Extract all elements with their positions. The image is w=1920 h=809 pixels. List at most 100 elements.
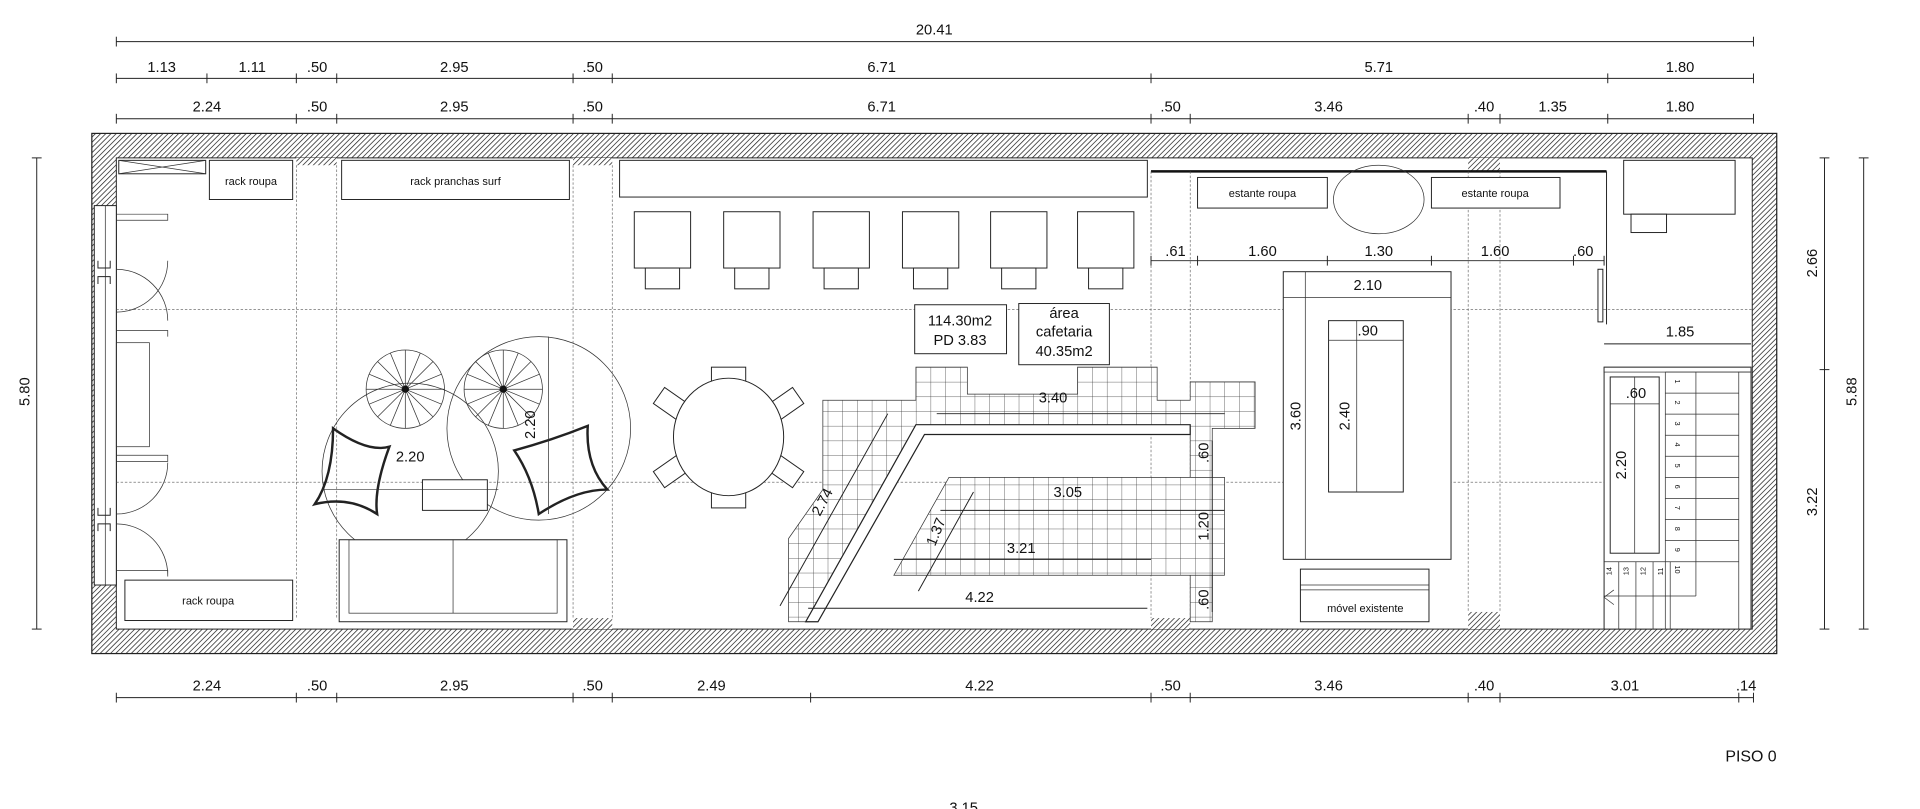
cafe-chair bbox=[1077, 211, 1135, 290]
ramp-v2-dim: 1.20 bbox=[1197, 512, 1213, 541]
dimension-label: 1.35 bbox=[1538, 99, 1567, 115]
dimension-label: 3.46 bbox=[1314, 678, 1343, 694]
dimension-label: 6.71 bbox=[867, 99, 896, 115]
area-total: 114.30m2 bbox=[928, 314, 992, 330]
shelf-dimension-label: 1.30 bbox=[1364, 244, 1393, 260]
cafe-chair bbox=[723, 211, 781, 290]
ramp-v3-dim: .60 bbox=[1197, 590, 1213, 610]
dimension-label: .50 bbox=[307, 60, 327, 76]
rack-pranchas-surf: rack pranchas surf bbox=[341, 159, 570, 200]
dimension-label: .50 bbox=[307, 678, 327, 694]
sofa bbox=[338, 539, 568, 623]
umbrella-1 bbox=[365, 349, 445, 429]
umbrella-2 bbox=[463, 349, 543, 429]
table-width-dim: .90 bbox=[1358, 323, 1378, 339]
x-box bbox=[118, 159, 207, 175]
dimension-label: 3.46 bbox=[1314, 99, 1343, 115]
cafe-chair bbox=[990, 211, 1048, 290]
dimension-label: .40 bbox=[1474, 678, 1494, 694]
rack-pranchas-label: rack pranchas surf bbox=[410, 176, 501, 188]
rack-roupa-top-label: rack roupa bbox=[225, 176, 278, 188]
total-width-dim: 20.41 bbox=[916, 22, 953, 38]
cafe-area: 40.35m2 bbox=[1035, 344, 1092, 360]
lounge-height-dim: 2.20 bbox=[523, 410, 539, 439]
estante-2-label: estante roupa bbox=[1461, 188, 1529, 200]
stair-step-number: 3 bbox=[1673, 422, 1682, 426]
area-label-box: 114.30m2 PD 3.83 bbox=[914, 304, 1008, 355]
stair-step-number: 9 bbox=[1673, 548, 1682, 552]
shelf-dimension-label: 1.60 bbox=[1481, 244, 1510, 260]
dimension-label: .50 bbox=[582, 99, 602, 115]
movel-label: móvel existente bbox=[1327, 603, 1403, 615]
lounge-area: 2.20 2.20 bbox=[311, 336, 631, 623]
dimension-label: 3.01 bbox=[1611, 678, 1640, 694]
cafe-chair bbox=[901, 211, 960, 290]
ramp-tiles: 3.40 3.05 3.21 4.22 2.74 1.37 .60 1.20 .… bbox=[779, 366, 1256, 623]
dimension-label: .50 bbox=[582, 60, 602, 76]
dimension-label: 2.95 bbox=[440, 60, 469, 76]
rug-width-dim: 2.10 bbox=[1353, 278, 1382, 294]
cafe-label-1: área bbox=[1049, 306, 1079, 322]
dimension-label: 2.49 bbox=[697, 678, 726, 694]
dimension-label: 1.80 bbox=[1666, 99, 1695, 115]
ramp-mid-dim: 3.05 bbox=[1053, 485, 1082, 501]
rack-roupa-bottom-label: rack roupa bbox=[182, 596, 235, 608]
stair-step-number: 8 bbox=[1673, 527, 1682, 531]
rug-height-dim: 3.60 bbox=[1288, 402, 1304, 431]
bench-height-dim: 2.20 bbox=[1614, 451, 1630, 480]
cafe-label-box: área cafetaria 40.35m2 bbox=[1018, 303, 1110, 366]
cafe-chair bbox=[633, 211, 692, 290]
ramp-top-dim: 3.40 bbox=[1039, 391, 1068, 407]
dimension-label: .40 bbox=[1474, 99, 1494, 115]
ceiling-height: PD 3.83 bbox=[933, 333, 986, 349]
ramp-base-dim: 4.22 bbox=[965, 590, 994, 606]
dimension-label: .50 bbox=[1160, 678, 1180, 694]
cut-dimension: 3.15 bbox=[949, 801, 978, 809]
cafe-area: 114.30m2 PD 3.83 área cafetaria 40.35m2 bbox=[619, 159, 1148, 509]
table-height-dim: 2.40 bbox=[1337, 402, 1353, 431]
stair-step-number: 4 bbox=[1673, 443, 1682, 447]
rack-roupa-bottom: rack roupa bbox=[124, 579, 294, 622]
stair-step-number: 10 bbox=[1673, 565, 1682, 573]
right-height-dim-2: 3.22 bbox=[1805, 488, 1821, 517]
dimension-label: 2.24 bbox=[193, 678, 222, 694]
left-height-dim: 5.80 bbox=[17, 377, 33, 406]
rack-roupa-top: rack roupa bbox=[208, 159, 294, 200]
right-height-dim-1: 2.66 bbox=[1805, 249, 1821, 278]
dimension-label: .50 bbox=[1160, 99, 1180, 115]
ramp-low-dim: 3.21 bbox=[1007, 541, 1036, 557]
stair-step-number: 14 bbox=[1604, 567, 1613, 575]
dimension-label: .50 bbox=[582, 678, 602, 694]
entrance-doors[interactable] bbox=[93, 205, 169, 586]
stair-step-number: 2 bbox=[1673, 400, 1682, 404]
dimension-label: 1.80 bbox=[1666, 60, 1695, 76]
stair-gap-dim: 1.85 bbox=[1666, 325, 1695, 341]
shelf-dimension-label: .60 bbox=[1573, 244, 1593, 260]
round-table bbox=[652, 366, 805, 509]
stair-step-number: 11 bbox=[1656, 568, 1665, 576]
stair-step-number: 5 bbox=[1673, 464, 1682, 468]
stair-step-number: 6 bbox=[1673, 485, 1682, 489]
bench-width-dim: .60 bbox=[1626, 386, 1646, 402]
dimension-label: 2.95 bbox=[440, 678, 469, 694]
dimension-label: 2.24 bbox=[193, 99, 222, 115]
rug: 2.10 .90 3.60 2.40 bbox=[1282, 271, 1452, 560]
movel-existente: móvel existente bbox=[1299, 568, 1430, 623]
ramp-v1-dim: .60 bbox=[1197, 443, 1213, 463]
stair-step-number: 13 bbox=[1622, 567, 1631, 575]
floor-title: PISO 0 bbox=[1725, 748, 1776, 765]
dimension-label: 1.11 bbox=[238, 60, 266, 76]
shelf-dimension-label: .61 bbox=[1165, 244, 1185, 260]
stair-step-number: 12 bbox=[1639, 567, 1648, 575]
dimension-label: 5.71 bbox=[1364, 60, 1393, 76]
shelf-dimension-label: 1.60 bbox=[1248, 244, 1277, 260]
stair-step-number: 7 bbox=[1673, 506, 1682, 510]
cafe-chair bbox=[812, 211, 870, 290]
dimension-label: 6.71 bbox=[867, 60, 896, 76]
dimension-label: 2.95 bbox=[440, 99, 469, 115]
